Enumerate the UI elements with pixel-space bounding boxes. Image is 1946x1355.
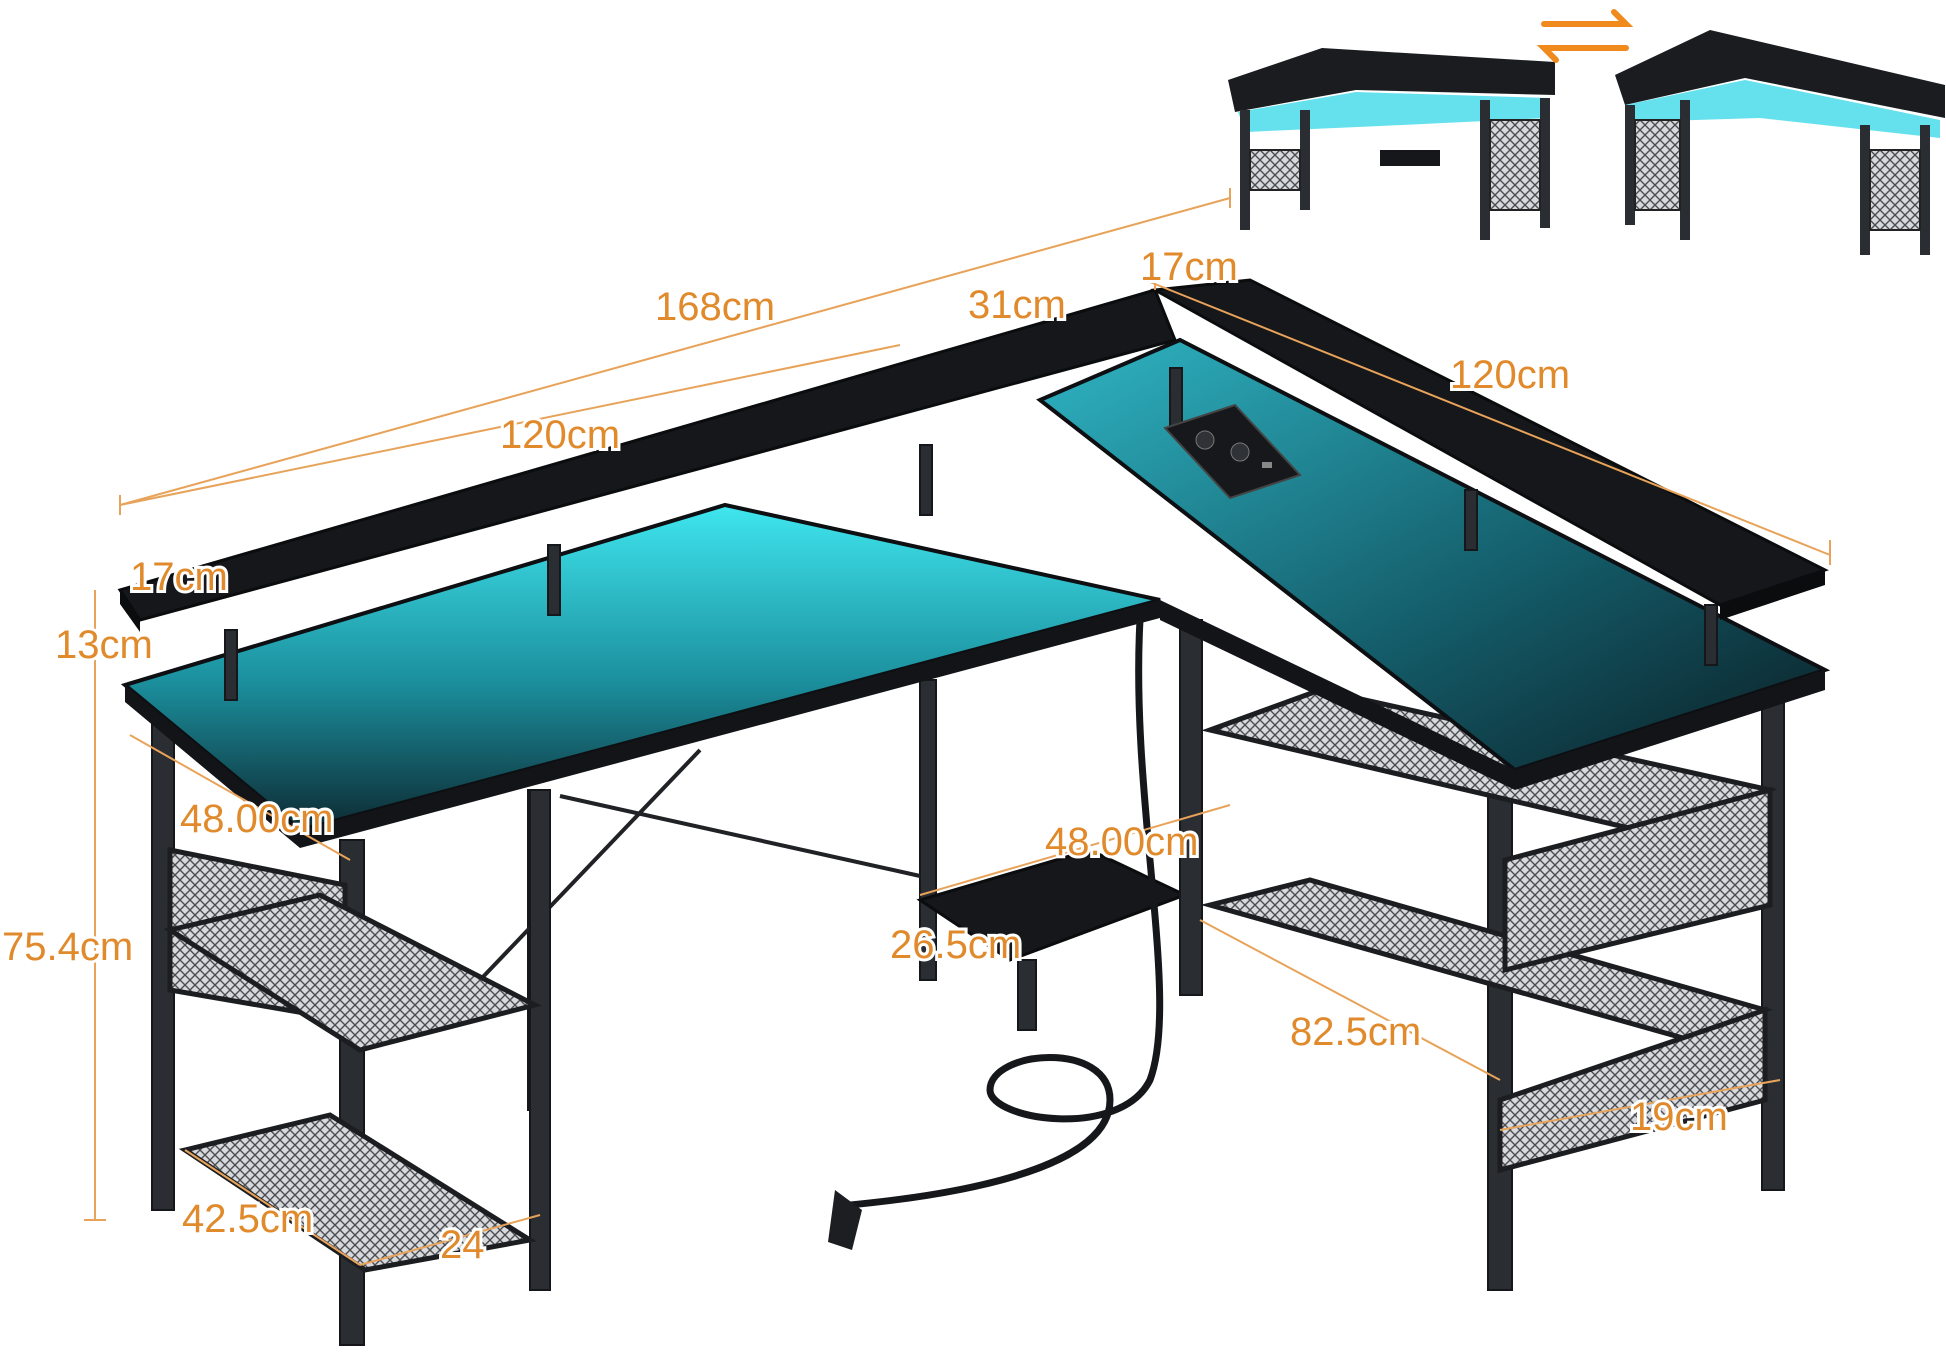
footrest-depth-label: 26.5cm — [890, 923, 1021, 967]
right-shelf-depth-label: 17cm — [1140, 245, 1238, 289]
corner-gap-label: 31cm — [968, 283, 1066, 327]
left-shelf-depth-label: 17cm — [130, 555, 228, 599]
desk-depth-left-label: 48.00cm — [180, 797, 333, 841]
bottom-shelf-length-label: 42.5cm — [182, 1197, 313, 1241]
right-desk-length-label: 120cm — [1450, 353, 1570, 397]
dimension-labels: 168cm 31cm 17cm 120cm 120cm 17cm 13cm 48… — [0, 242, 1731, 1270]
l-shaped-desk — [117, 278, 1831, 1346]
config-thumbnail-left — [1228, 48, 1555, 240]
swap-arrows-icon — [1536, 9, 1634, 63]
shelf-height-label: 13cm — [55, 623, 153, 667]
config-thumbnail-right — [1615, 30, 1945, 255]
total-length-label: 168cm — [655, 285, 775, 329]
desk-height-label: 75.4cm — [2, 925, 133, 969]
left-desk-length-label: 120cm — [500, 413, 620, 457]
desk-depth-right-label: 48.00cm — [1045, 820, 1198, 864]
bottom-shelf-depth-label: 24 — [440, 1223, 485, 1267]
side-shelf-depth-label: 19cm — [1630, 1095, 1728, 1139]
dimension-lines — [84, 188, 1831, 1266]
side-shelf-length-label: 82.5cm — [1290, 1010, 1421, 1054]
